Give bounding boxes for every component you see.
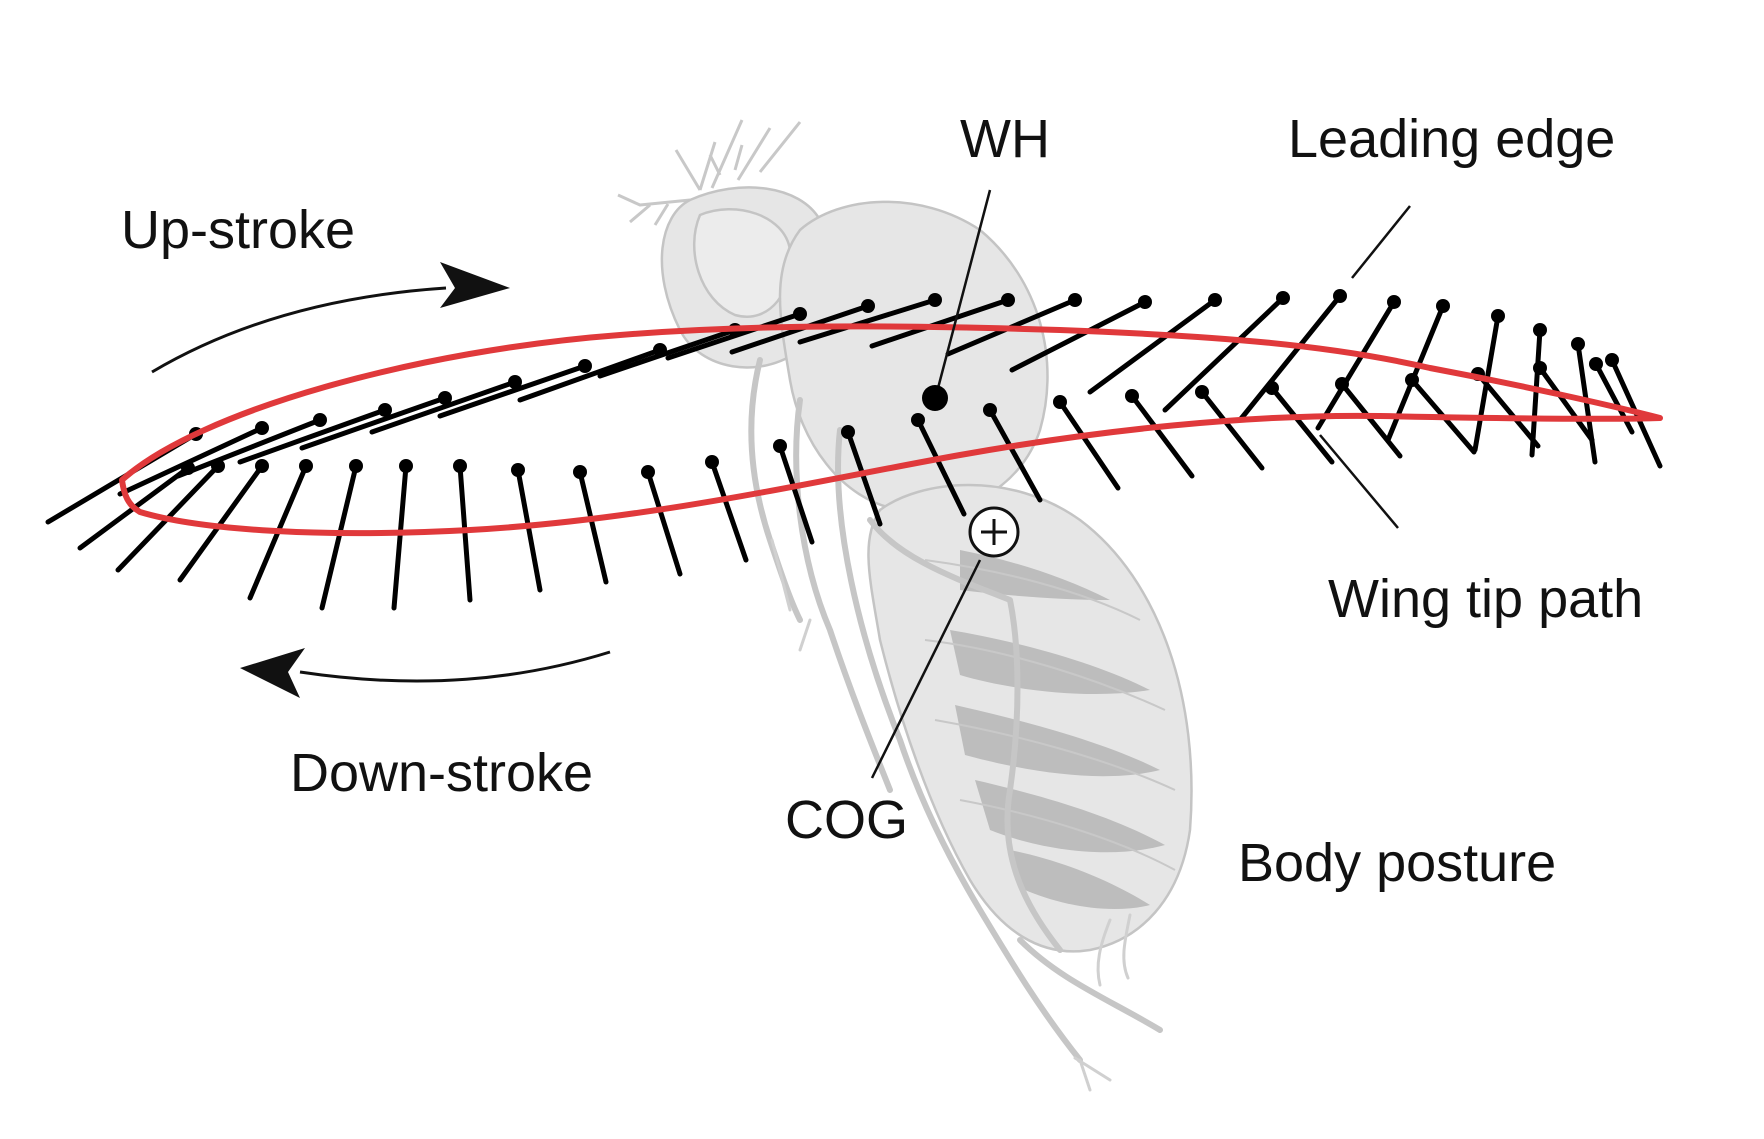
wing-chord-line: [515, 467, 543, 593]
wing-chord-line: [1199, 389, 1265, 471]
leading-edge-dot: [1208, 293, 1222, 307]
leading-edge-dot: [255, 421, 269, 435]
wing-chord-line: [797, 297, 938, 345]
wing-chord-line: [597, 327, 738, 379]
leading-edge-label: Leading edge: [1288, 109, 1616, 169]
wing-chord-line: [1475, 371, 1541, 449]
wing-chord-line: [319, 463, 359, 611]
leading-edge-dot: [1333, 289, 1347, 303]
leading-edge-dot: [578, 359, 592, 373]
wing-chord-line: [391, 463, 409, 611]
leading-edge-dot: [1605, 353, 1619, 367]
wing-chord-line: [175, 417, 323, 479]
downstroke-label: Down-stroke: [290, 743, 594, 803]
leading-edge-dot: [573, 465, 587, 479]
leading-edge-dot: [641, 465, 655, 479]
wing-hinge-label: WH: [960, 109, 1050, 169]
leading-edge-dot: [1125, 389, 1139, 403]
stroke-direction-arrows: [151, 262, 611, 698]
leading-edge-dot: [438, 391, 452, 405]
wing-chord-line: [1009, 299, 1148, 373]
wing-chord-line: [437, 363, 588, 419]
upstroke-arrow: [151, 286, 447, 374]
wing-chord-line: [645, 469, 683, 577]
wing-chord-line: [1087, 297, 1218, 395]
wing-chord-line: [1537, 365, 1595, 443]
wing-chord-line: [987, 407, 1043, 503]
wing-chord-line: [1129, 393, 1195, 479]
leading-edge-dot: [773, 439, 787, 453]
leading-edge-dot: [508, 375, 522, 389]
leading-edge-dot: [793, 307, 807, 321]
leading-edge-dot: [1001, 293, 1015, 307]
leading-edge-dot: [1436, 299, 1450, 313]
leading-edge-dot: [983, 403, 997, 417]
wing-tip-path-curve: [119, 323, 1663, 537]
wing-chord-line: [1162, 295, 1286, 413]
leading-edge-dot: [255, 459, 269, 473]
wing-chord-line: [237, 407, 388, 465]
leading-edge-dot: [313, 413, 327, 427]
leading-edge-dot: [1571, 337, 1585, 351]
upstroke-label: Up-stroke: [121, 200, 356, 260]
leading-edge-dot: [399, 459, 413, 473]
leading-edge-dot: [1276, 291, 1290, 305]
wing-chord-line: [299, 395, 448, 451]
leading-edge-dot: [1387, 295, 1401, 309]
leading-edge-dot: [1068, 293, 1082, 307]
wing-chord-line: [1529, 327, 1543, 458]
wing-chord-line: [117, 425, 265, 497]
cog-icon: [870, 506, 1020, 779]
wing-chord-line: [915, 417, 967, 517]
downstroke-arrowhead: [240, 648, 305, 698]
leading-edge-dot: [1265, 381, 1279, 395]
wing-chord-line: [845, 429, 883, 527]
wing-chord-line: [665, 311, 803, 361]
leading-edge-dot: [511, 463, 525, 477]
leading-edge-dot: [1491, 309, 1505, 323]
wing-chord-line: [1237, 293, 1343, 423]
wing-tip-path-label: Wing tip path: [1328, 569, 1644, 629]
leading-edge-dot: [1335, 377, 1349, 391]
leading-edge-dot: [1589, 357, 1603, 371]
fly-body-silhouette: [617, 119, 1193, 1092]
leading-edge-dot: [1195, 385, 1209, 399]
wing-tip-path-leader: [1319, 434, 1399, 529]
leading-edge-dot: [211, 459, 225, 473]
wing-chord-line: [369, 379, 518, 435]
wing-chord-line: [177, 463, 265, 583]
leading-edge-dot: [349, 459, 363, 473]
wing-chord-line: [869, 297, 1011, 349]
leading-edge-dot: [181, 461, 195, 475]
upstroke-arrowhead: [440, 262, 510, 308]
wing-chord-line: [709, 459, 749, 563]
leading-edge-dot: [1405, 373, 1419, 387]
cog-label: COG: [785, 790, 909, 850]
leading-edge-dot: [928, 293, 942, 307]
wing-chord-line: [577, 469, 609, 585]
wing-chord-line: [777, 443, 815, 545]
body-posture-label: Body posture: [1238, 833, 1557, 893]
leading-edge-dot: [453, 459, 467, 473]
wing-chord-line: [517, 347, 663, 403]
leading-edge-leader: [1351, 205, 1411, 279]
leading-edge-dot: [299, 459, 313, 473]
wing-chord-line: [1315, 299, 1397, 431]
leading-edge-dot: [1053, 395, 1067, 409]
leading-edge-dot: [378, 403, 392, 417]
wing-chord-line: [1269, 385, 1335, 465]
wing-chord-line: [1057, 399, 1121, 491]
leading-edge-dot: [1533, 361, 1547, 375]
leading-edge-dot: [841, 425, 855, 439]
leading-edge-dot: [1138, 295, 1152, 309]
leading-edge-dot: [705, 455, 719, 469]
leading-edge-dot: [861, 299, 875, 313]
leading-edge-dot: [1533, 323, 1547, 337]
downstroke-arrow: [299, 650, 611, 683]
wing-hinge-marker: [922, 189, 992, 411]
wing-chord-line: [1339, 381, 1403, 459]
leading-edge-dot: [911, 413, 925, 427]
